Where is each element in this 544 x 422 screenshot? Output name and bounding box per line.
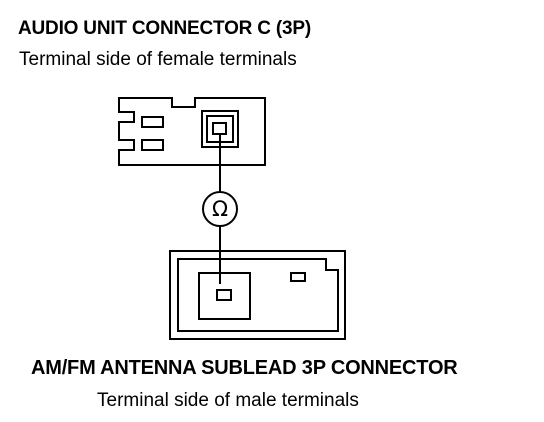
audio-connector-slot-lower xyxy=(141,139,164,151)
ohm-symbol: Ω xyxy=(212,197,228,221)
audio-unit-connector xyxy=(118,97,266,166)
ohmmeter: Ω xyxy=(202,191,238,227)
antenna-connector-outer-housing xyxy=(169,250,346,340)
antenna-connector-inner-housing xyxy=(177,258,339,332)
audio-connector-housing xyxy=(118,97,266,166)
audio-connector-slot-upper xyxy=(141,116,164,128)
audio-unit-connector-subtitle: Terminal side of female terminals xyxy=(19,49,297,70)
audio-connector-terminal-pin xyxy=(212,122,227,135)
audio-unit-connector-title: AUDIO UNIT CONNECTOR C (3P) xyxy=(18,18,311,39)
antenna-connector-terminal-box xyxy=(198,272,251,320)
antenna-sublead-connector-subtitle: Terminal side of male terminals xyxy=(97,390,359,411)
ohmmeter-circle xyxy=(202,191,238,227)
antenna-connector-terminal-pin xyxy=(216,289,232,301)
antenna-sublead-connector-title: AM/FM ANTENNA SUBLEAD 3P CONNECTOR xyxy=(31,357,458,379)
antenna-sublead-connector xyxy=(169,250,346,340)
antenna-connector-small-slot xyxy=(290,272,306,282)
